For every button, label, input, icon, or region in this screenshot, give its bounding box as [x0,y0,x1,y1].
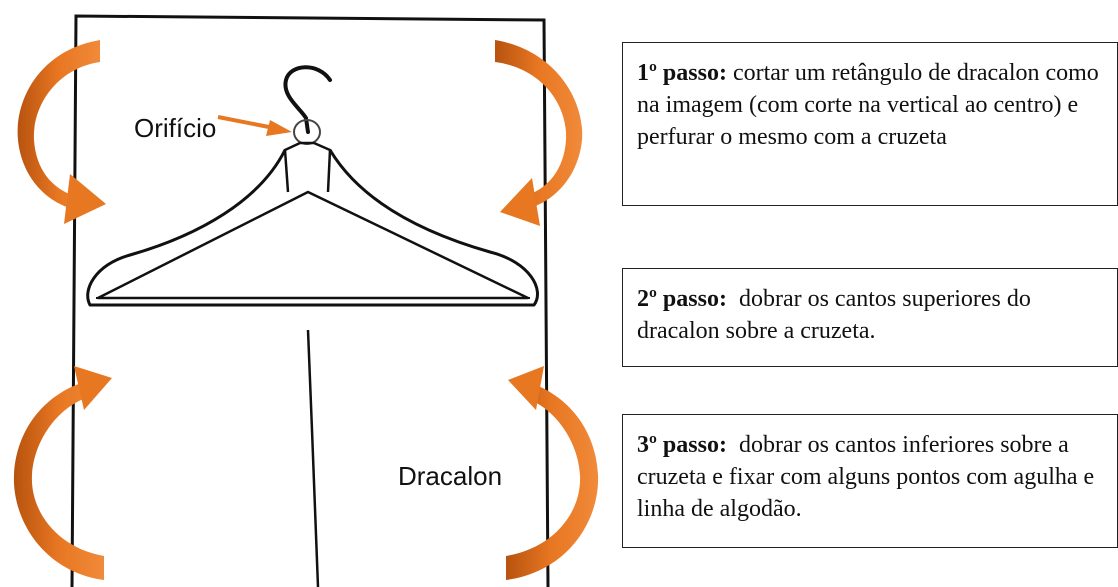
step-3-text: dobrar os cantos inferiores sobre a cruz… [637,432,1101,522]
step-3-box: 3º passo: dobrar os cantos inferiores so… [622,414,1118,548]
step-1-title: 1º passo: [637,60,727,86]
hanger-hook [283,65,332,134]
step-2-title: 2º passo: [637,286,727,312]
step-2-text: dobrar os cantos superiores do dracalon … [637,286,1037,344]
dracalon-rectangle [70,14,550,587]
hanger-neck [283,141,332,193]
fold-arrow-top-right [495,40,583,226]
step-3-title: 3º passo: [637,432,727,458]
fold-arrow-bottom-left [13,366,112,580]
center-cut-line [306,329,320,587]
fabric-label: Dracalon [398,461,503,491]
hole-pointer-line [217,115,275,130]
fold-arrow-top-left [17,40,106,224]
step-1-text: cortar um retângulo de dracalon como na … [637,60,1099,150]
fold-arrow-bottom-right [506,366,599,580]
step-1-box: 1º passo: cortar um retângulo de dracalo… [622,42,1118,206]
hanger-body [86,149,539,307]
hole-pointer-arrowhead [266,120,292,136]
hole-label: Orifício [134,113,217,143]
step-2-box: 2º passo: dobrar os cantos superiores do… [622,268,1118,367]
